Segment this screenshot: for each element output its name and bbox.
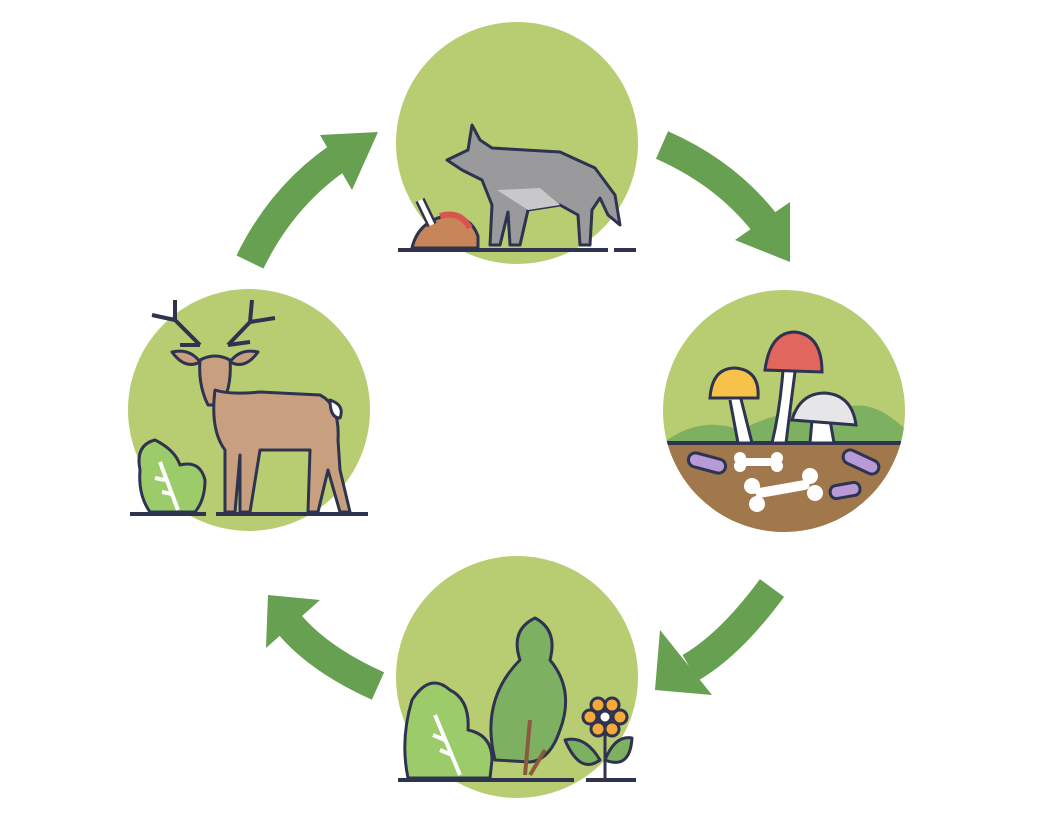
deer-icon <box>130 299 368 516</box>
arrow-decomposers-to-plants <box>655 579 785 695</box>
deer-node <box>128 289 370 531</box>
arrow-deer-to-wolf <box>236 132 378 269</box>
arrow-plants-to-deer <box>266 595 385 700</box>
plants-node <box>396 556 638 798</box>
plants-icon <box>398 616 636 782</box>
decomposers-node <box>663 290 905 532</box>
wolf-node <box>396 22 638 264</box>
wolf-icon <box>398 123 636 252</box>
arrow-wolf-to-decomposers <box>655 131 790 262</box>
